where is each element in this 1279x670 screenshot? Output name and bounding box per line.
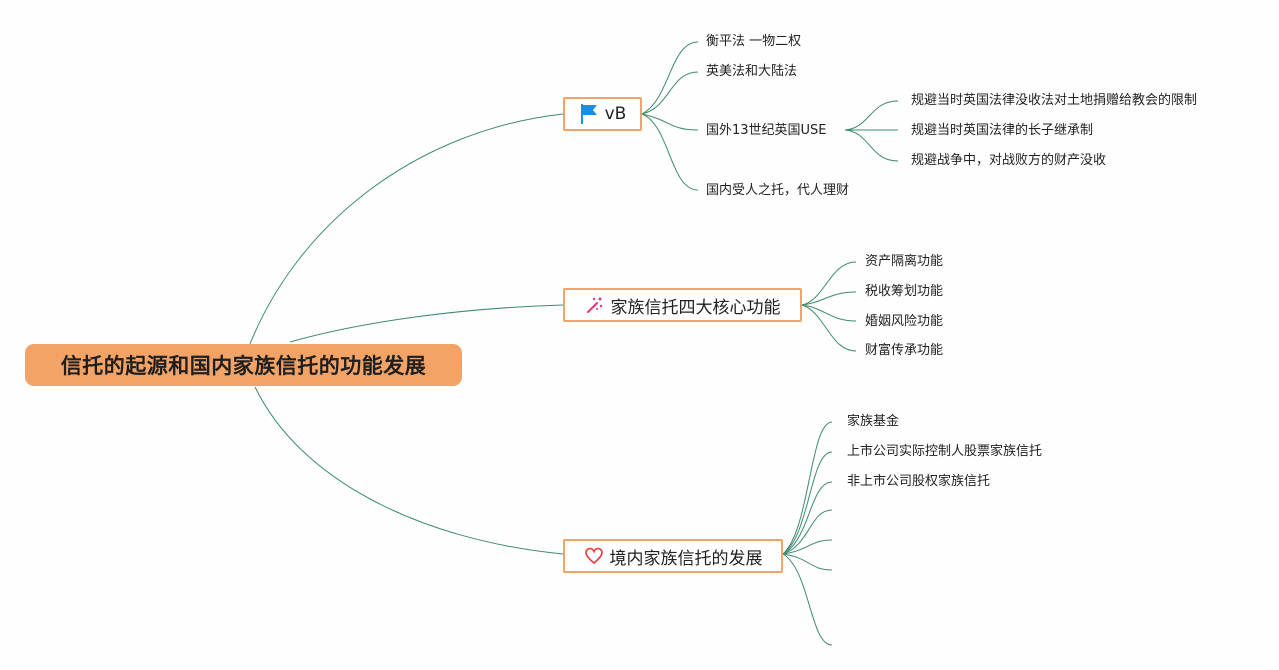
leaf-node[interactable]: 英美法和大陆法 — [706, 64, 798, 79]
leaf-node[interactable]: 规避战争中，对战败方的财产没收 — [911, 153, 1107, 168]
leaf-node[interactable]: 规避当时英国法律没收法对土地捐赠给教会的限制 — [911, 93, 1198, 108]
branch-label: 家族信托四大核心功能 — [610, 297, 781, 318]
leaf-node[interactable]: 税收筹划功能 — [865, 284, 944, 299]
leaf-node[interactable]: 国内受人之托，代人理财 — [706, 183, 850, 198]
leaf-node[interactable]: 婚姻风险功能 — [865, 314, 944, 329]
root-label: 信托的起源和国内家族信托的功能发展 — [60, 354, 427, 378]
leaf-node[interactable]: 资产隔离功能 — [865, 254, 944, 269]
root-node[interactable]: 信托的起源和国内家族信托的功能发展 — [25, 344, 462, 386]
branch-node-core-functions[interactable]: 家族信托四大核心功能 — [563, 288, 802, 322]
leaf-node[interactable]: 非上市公司股权家族信托 — [847, 474, 991, 489]
branch-node-domestic-development[interactable]: 境内家族信托的发展 — [563, 539, 783, 573]
leaf-node[interactable]: 家族基金 — [847, 414, 900, 429]
leaf-node[interactable]: 衡平法 一物二权 — [706, 34, 802, 49]
flag-icon — [579, 103, 599, 125]
heart-icon — [584, 547, 604, 565]
leaf-node[interactable]: 财富传承功能 — [865, 343, 944, 358]
branch-label: 境内家族信托的发展 — [609, 548, 763, 569]
leaf-node[interactable]: 国外13世纪英国USE — [706, 123, 827, 138]
sparkle-wand-icon — [585, 295, 605, 315]
branch-node-vb[interactable]: vB — [563, 97, 642, 131]
leaf-node[interactable]: 上市公司实际控制人股票家族信托 — [847, 444, 1043, 459]
branch-label: vB — [604, 104, 627, 124]
leaf-node[interactable]: 规避当时英国法律的长子继承制 — [911, 123, 1094, 138]
